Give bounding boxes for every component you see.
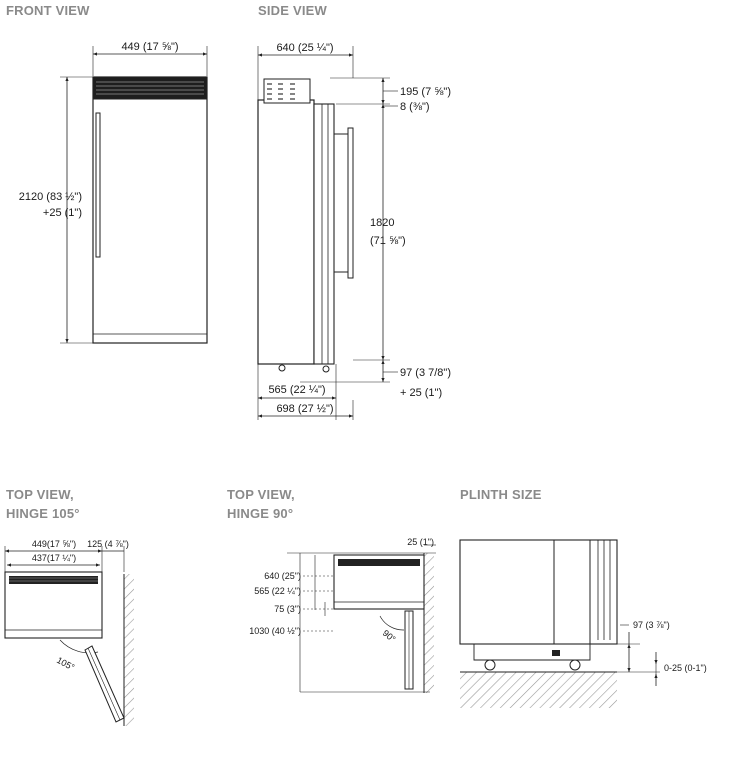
top105-449-label: 449(17 ⅝") xyxy=(32,539,76,549)
side-dim-565-label: 565 (22 ¼") xyxy=(268,384,325,396)
plinth-size-title: PLINTH SIZE xyxy=(460,487,542,502)
top90-1030-label: 1030 (40 ½") xyxy=(249,626,301,636)
side-dim-1820-inch-label: (71 ⅝") xyxy=(370,235,406,247)
front-width-label: 449 (17 ⅝") xyxy=(121,41,178,53)
front-view xyxy=(60,46,208,344)
front-height-label: 2120 (83 ½") xyxy=(19,191,82,203)
side-dim-97-label: 97 (3 7/8") xyxy=(400,367,451,379)
side-view xyxy=(257,46,398,420)
side-depth-label: 640 (25 ¼") xyxy=(276,42,333,54)
top-view-105-line1: TOP VIEW, xyxy=(6,487,74,502)
top-view-hinge-105-title: TOP VIEW, HINGE 105° xyxy=(6,485,80,523)
front-height-adj-label: +25 (1") xyxy=(43,207,82,219)
top-view-90 xyxy=(287,544,436,693)
plinth-025-label: 0-25 (0-1") xyxy=(664,663,707,673)
side-dim-195-label: 195 (7 ⅝") xyxy=(400,86,451,98)
top90-25-label: 25 (1") xyxy=(407,537,434,547)
plinth-view xyxy=(459,539,660,708)
side-dim-698-label: 698 (27 ½") xyxy=(276,403,333,415)
top-view-hinge-90-title: TOP VIEW, HINGE 90° xyxy=(227,485,295,523)
top90-565-label: 565 (22 ¼") xyxy=(254,586,301,596)
side-dim-25-label: + 25 (1") xyxy=(400,387,442,399)
top90-angle-label: 90° xyxy=(381,628,398,645)
top90-75-label: 75 (3") xyxy=(274,604,301,614)
side-dim-8-label: 8 (⅜") xyxy=(400,101,430,113)
plinth-97-label: 97 (3 ⅞") xyxy=(633,620,670,630)
top-view-90-line1: TOP VIEW, xyxy=(227,487,295,502)
top105-437-label: 437(17 ¼") xyxy=(32,553,76,563)
top105-angle-label: 105° xyxy=(55,655,76,673)
top105-125-label: 125 (4 ⅞") xyxy=(87,539,129,549)
side-dim-1820-label: 1820 xyxy=(370,217,394,229)
top-view-105 xyxy=(4,546,134,726)
side-view-title: SIDE VIEW xyxy=(258,3,327,18)
top-view-105-line2: HINGE 105° xyxy=(6,506,80,521)
front-view-title: FRONT VIEW xyxy=(6,3,90,18)
top-view-90-line2: HINGE 90° xyxy=(227,506,294,521)
top90-640-label: 640 (25") xyxy=(264,571,301,581)
